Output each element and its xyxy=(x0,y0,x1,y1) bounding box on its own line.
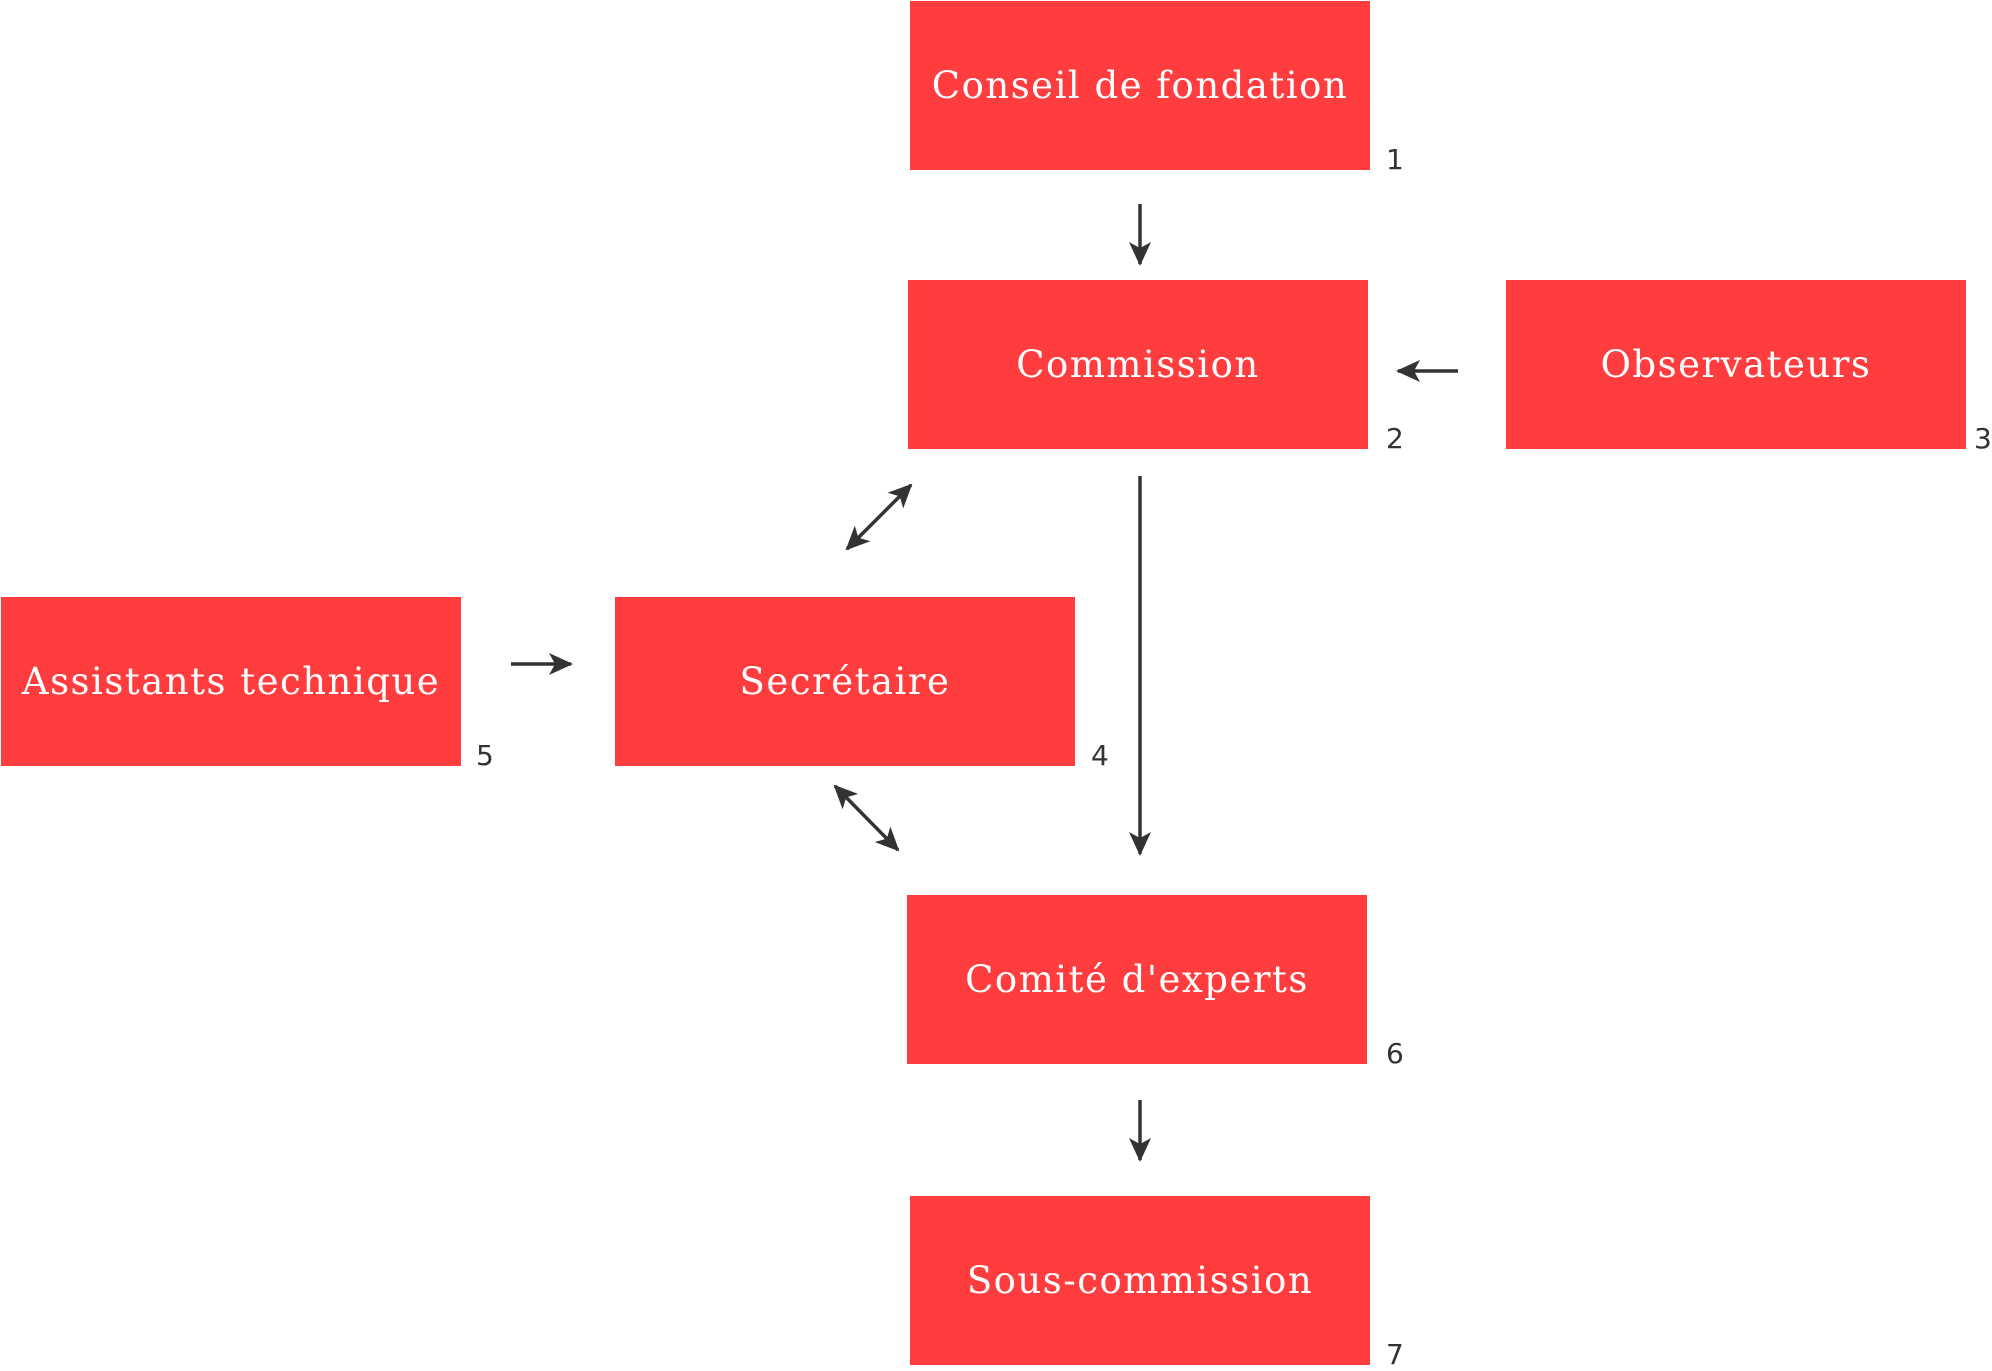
node-conseil-de-fondation: Conseil de fondation xyxy=(910,1,1370,170)
node-sous-commission: Sous-commission xyxy=(910,1196,1370,1365)
node-number: 6 xyxy=(1386,1037,1404,1070)
node-number: 7 xyxy=(1386,1338,1404,1371)
node-observateurs: Observateurs xyxy=(1506,280,1966,449)
node-label: Observateurs xyxy=(1600,343,1872,386)
node-number: 4 xyxy=(1091,739,1109,772)
node-label: Commission xyxy=(1016,343,1260,386)
node-label: Assistants technique xyxy=(21,660,441,703)
node-label: Secrétaire xyxy=(739,660,951,703)
node-number: 3 xyxy=(1974,422,1992,455)
node-comite-d-experts: Comité d'experts xyxy=(907,895,1367,1064)
arrow-secretaire-comite-bidirectional xyxy=(833,784,900,852)
node-number: 5 xyxy=(476,739,494,772)
node-number: 1 xyxy=(1386,143,1404,176)
node-secretaire: Secrétaire xyxy=(615,597,1075,766)
node-commission: Commission xyxy=(908,280,1368,449)
node-label: Comité d'experts xyxy=(965,958,1309,1001)
arrow-commission-secretaire-bidirectional xyxy=(845,483,913,551)
node-label: Sous-commission xyxy=(966,1259,1314,1302)
node-number: 2 xyxy=(1386,422,1404,455)
node-assistants-technique: Assistants technique xyxy=(1,597,461,766)
node-label: Conseil de fondation xyxy=(931,64,1349,107)
